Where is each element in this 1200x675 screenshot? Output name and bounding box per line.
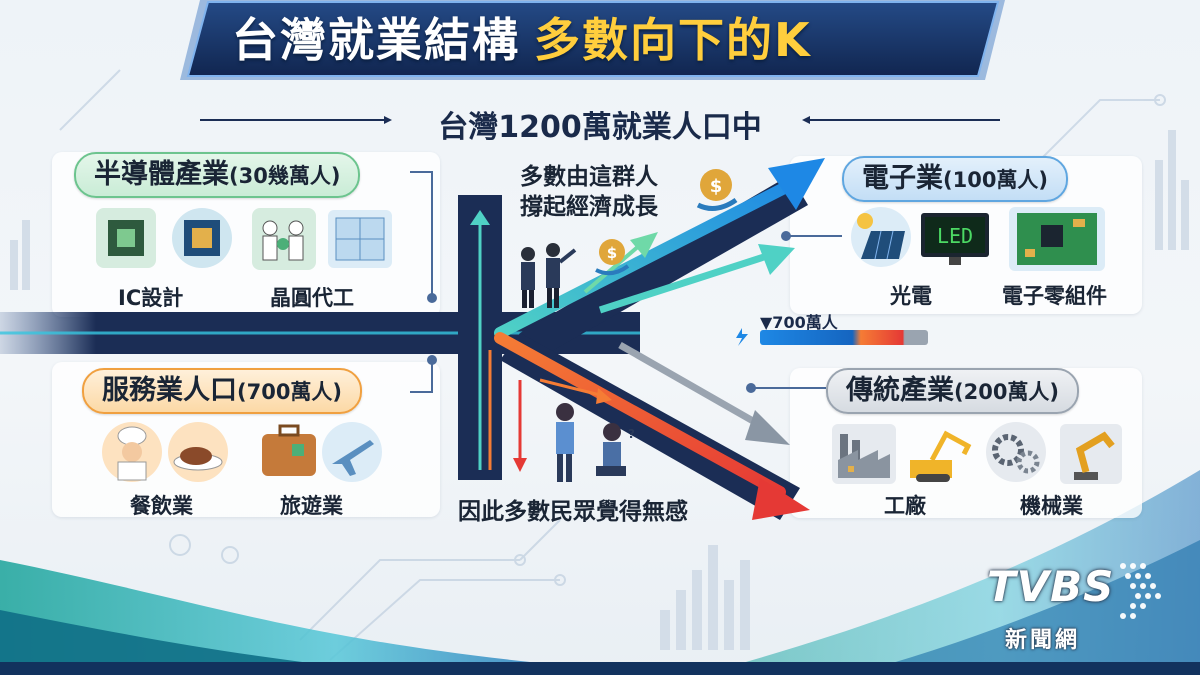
traditional-title-pill: 傳統產業(200萬人) xyxy=(826,368,1080,414)
airplane-icon xyxy=(322,422,382,482)
components-label: 電子零組件 xyxy=(1002,284,1107,308)
traditional-count: (200萬人) xyxy=(954,380,1060,404)
title-main: 台灣就業結構 xyxy=(232,13,520,67)
semiconductor-title-pill: 半導體產業(30幾萬人) xyxy=(74,152,361,198)
wafer-icon xyxy=(328,210,392,268)
suitcase-icon xyxy=(262,424,316,476)
up-arrow-secondary xyxy=(598,251,772,314)
electronics-icons: LED xyxy=(851,207,1105,271)
tourism-label: 旅遊業 xyxy=(280,494,343,518)
k-up-arm xyxy=(520,175,808,355)
wafer-foundry-label: 晶圓代工 xyxy=(270,286,354,310)
svg-text:$: $ xyxy=(607,244,617,262)
service-title: 服務業人口 xyxy=(102,375,237,406)
solar-panel-icon xyxy=(851,207,911,267)
down-arrow-main xyxy=(494,332,786,498)
lightning-icon xyxy=(736,328,748,346)
semiconductor-count: (30幾萬人) xyxy=(229,164,341,188)
led-text: LED xyxy=(937,224,973,248)
electronics-count: (100萬人) xyxy=(943,168,1049,192)
food-plate-icon xyxy=(168,422,228,482)
chip-icon xyxy=(96,208,156,268)
factory-icon xyxy=(832,424,896,484)
logo-name: TVBS xyxy=(987,562,1115,611)
money-bag-small-icon: $ xyxy=(595,239,630,276)
electronics-title-pill: 電子業(100萬人) xyxy=(842,156,1069,202)
electronics-title: 電子業 xyxy=(862,163,943,194)
circuit-chip-icon xyxy=(172,208,232,268)
optoelectronics-label: 光電 xyxy=(890,284,932,308)
catering-label: 餐飲業 xyxy=(130,494,193,518)
service-count: (700萬人) xyxy=(237,380,343,404)
page-title: 台灣就業結構多數向下的K xyxy=(232,4,812,76)
population-bar xyxy=(760,330,928,345)
subtitle: 台灣1200萬就業人口中 xyxy=(438,110,762,145)
worried-people-icon: ? xyxy=(556,403,635,482)
gray-arrow xyxy=(618,341,762,429)
up-caption-text: 多數由這群人 撐起經濟成長 xyxy=(520,164,658,220)
population-bar-label: ▼700萬人 xyxy=(760,313,838,332)
gears-icon xyxy=(986,422,1046,482)
robot-arm-icon xyxy=(1060,424,1122,484)
money-bag-icon: $ xyxy=(696,169,738,212)
semiconductor-title: 半導體產業 xyxy=(94,159,229,190)
excavator-icon xyxy=(910,430,972,482)
machinery-label: 機械業 xyxy=(1020,494,1083,518)
semiconductor-icons xyxy=(96,208,392,270)
chef-icon xyxy=(102,422,162,482)
up-caption: 多數由這群人 撐起經濟成長 xyxy=(520,162,658,222)
down-arrowhead xyxy=(752,478,810,520)
traditional-icons xyxy=(832,422,1122,484)
title-highlight: 多數向下的K xyxy=(534,13,812,67)
traditional-title: 傳統產業 xyxy=(846,375,954,406)
circuit-board-icon xyxy=(1009,207,1105,271)
up-arrowhead xyxy=(768,158,825,210)
engineers-icon xyxy=(252,208,316,270)
factory-label: 工廠 xyxy=(884,494,926,518)
tvbs-logo: TVBS 新聞網 xyxy=(985,556,1175,661)
logo-dots xyxy=(1120,563,1161,619)
led-monitor-icon: LED xyxy=(921,213,989,265)
ic-design-label: IC設計 xyxy=(118,286,184,310)
businessmen-icon xyxy=(521,243,577,308)
service-icons xyxy=(102,422,382,482)
service-title-pill: 服務業人口(700萬人) xyxy=(82,368,363,414)
svg-text:?: ? xyxy=(628,427,635,441)
down-caption: 因此多數民眾覺得無感 xyxy=(458,499,688,525)
logo-sub: 新聞網 xyxy=(1005,628,1081,653)
svg-text:$: $ xyxy=(710,176,723,197)
